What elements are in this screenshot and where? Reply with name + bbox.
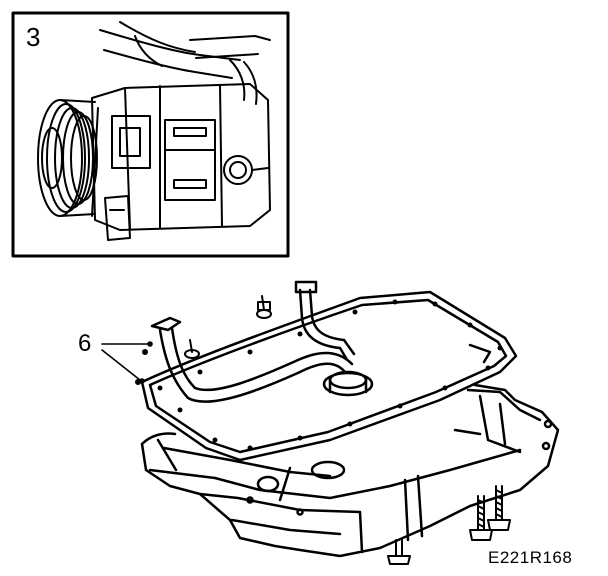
oil-pickup-tube [150, 280, 374, 403]
callout-6-leaders [101, 343, 149, 381]
oil-pan-bolts [387, 485, 511, 565]
oil-pan-body [140, 383, 560, 558]
step-number-label: 3 [26, 22, 41, 52]
callout-6-dot-upper [147, 341, 153, 347]
ac-compressor-drawing [37, 21, 271, 241]
inset-frame [11, 11, 290, 258]
gasket-bolt-holes [135, 299, 503, 451]
callout-number-label: 6 [78, 330, 92, 357]
figure-code: E221R168 [488, 548, 573, 567]
callout-6-dot-lower [139, 378, 145, 384]
tube-bolts [184, 295, 272, 359]
